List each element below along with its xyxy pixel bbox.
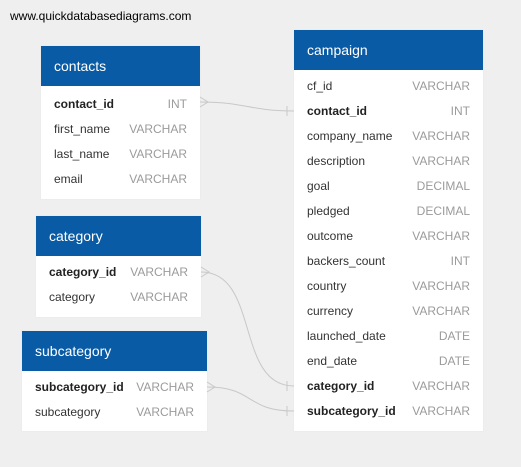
column-name: launched_date	[307, 329, 386, 343]
column-type: VARCHAR	[136, 405, 194, 419]
column-name: description	[307, 154, 366, 168]
column-type: INT	[450, 254, 470, 268]
table-row[interactable]: subcategory_id VARCHAR	[22, 375, 207, 400]
column-type: INT	[450, 104, 470, 118]
column-type: VARCHAR	[130, 290, 188, 304]
table-title[interactable]: contacts	[41, 46, 200, 86]
column-name: outcome	[307, 229, 354, 243]
table-row[interactable]: currency VARCHAR	[294, 299, 483, 324]
crowfoot-icon	[200, 266, 210, 278]
column-name: category_id	[307, 379, 375, 393]
column-name: pledged	[307, 204, 350, 218]
table-row[interactable]: contact_id INT	[41, 92, 200, 117]
column-type: VARCHAR	[412, 129, 470, 143]
table-row[interactable]: goal DECIMAL	[294, 174, 483, 199]
table-category[interactable]: category category_id VARCHAR category VA…	[36, 216, 201, 317]
column-name: category_id	[49, 265, 117, 279]
column-type: DECIMAL	[416, 179, 470, 193]
crowfoot-icon	[206, 381, 216, 393]
table-row[interactable]: outcome VARCHAR	[294, 224, 483, 249]
column-name: last_name	[54, 147, 110, 161]
table-campaign[interactable]: campaign cf_id VARCHAR contact_id INT co…	[294, 30, 483, 431]
column-name: subcategory_id	[35, 380, 124, 394]
column-name: contact_id	[54, 97, 115, 111]
relationship-line	[206, 386, 295, 412]
table-title[interactable]: subcategory	[22, 331, 207, 371]
table-title[interactable]: campaign	[294, 30, 483, 70]
table-row[interactable]: category_id VARCHAR	[294, 374, 483, 399]
column-type: VARCHAR	[412, 79, 470, 93]
column-type: VARCHAR	[412, 279, 470, 293]
column-type: VARCHAR	[412, 379, 470, 393]
table-row[interactable]: end_date DATE	[294, 349, 483, 374]
column-type: VARCHAR	[412, 304, 470, 318]
table-row[interactable]: contact_id INT	[294, 99, 483, 124]
column-name: goal	[307, 179, 330, 193]
column-name: company_name	[307, 129, 393, 143]
column-type: VARCHAR	[129, 122, 187, 136]
column-type: VARCHAR	[130, 265, 188, 279]
column-type: VARCHAR	[136, 380, 194, 394]
table-row[interactable]: first_name VARCHAR	[41, 117, 200, 142]
column-name: category	[49, 290, 96, 304]
column-name: country	[307, 279, 347, 293]
column-type: VARCHAR	[412, 404, 470, 418]
table-row[interactable]: cf_id VARCHAR	[294, 74, 483, 99]
column-type: DATE	[438, 329, 470, 343]
table-row[interactable]: subcategory_id VARCHAR	[294, 399, 483, 424]
relationship-line	[199, 101, 295, 112]
column-name: backers_count	[307, 254, 386, 268]
column-name: contact_id	[307, 104, 368, 118]
table-row[interactable]: launched_date DATE	[294, 324, 483, 349]
table-subcategory[interactable]: subcategory subcategory_id VARCHAR subca…	[22, 331, 207, 431]
column-type: VARCHAR	[129, 172, 187, 186]
column-type: DECIMAL	[416, 204, 470, 218]
column-type: DATE	[438, 354, 470, 368]
column-type: INT	[167, 97, 187, 111]
relationship-line	[200, 271, 295, 387]
table-title[interactable]: category	[36, 216, 201, 256]
table-row[interactable]: subcategory VARCHAR	[22, 400, 207, 425]
column-name: subcategory	[35, 405, 101, 419]
column-type: VARCHAR	[129, 147, 187, 161]
table-contacts[interactable]: contacts contact_id INT first_name VARCH…	[41, 46, 200, 199]
table-row[interactable]: backers_count INT	[294, 249, 483, 274]
column-name: subcategory_id	[307, 404, 396, 418]
table-row[interactable]: pledged DECIMAL	[294, 199, 483, 224]
column-name: currency	[307, 304, 354, 318]
table-row[interactable]: category_id VARCHAR	[36, 260, 201, 285]
column-name: email	[54, 172, 83, 186]
table-row[interactable]: company_name VARCHAR	[294, 124, 483, 149]
crowfoot-icon	[199, 96, 209, 108]
column-type: VARCHAR	[412, 229, 470, 243]
table-row[interactable]: category VARCHAR	[36, 285, 201, 310]
watermark: www.quickdatabasediagrams.com	[10, 9, 192, 23]
column-type: VARCHAR	[412, 154, 470, 168]
table-row[interactable]: last_name VARCHAR	[41, 142, 200, 167]
table-row[interactable]: country VARCHAR	[294, 274, 483, 299]
table-row[interactable]: description VARCHAR	[294, 149, 483, 174]
column-name: first_name	[54, 122, 111, 136]
column-name: cf_id	[307, 79, 333, 93]
table-row[interactable]: email VARCHAR	[41, 167, 200, 192]
column-name: end_date	[307, 354, 358, 368]
